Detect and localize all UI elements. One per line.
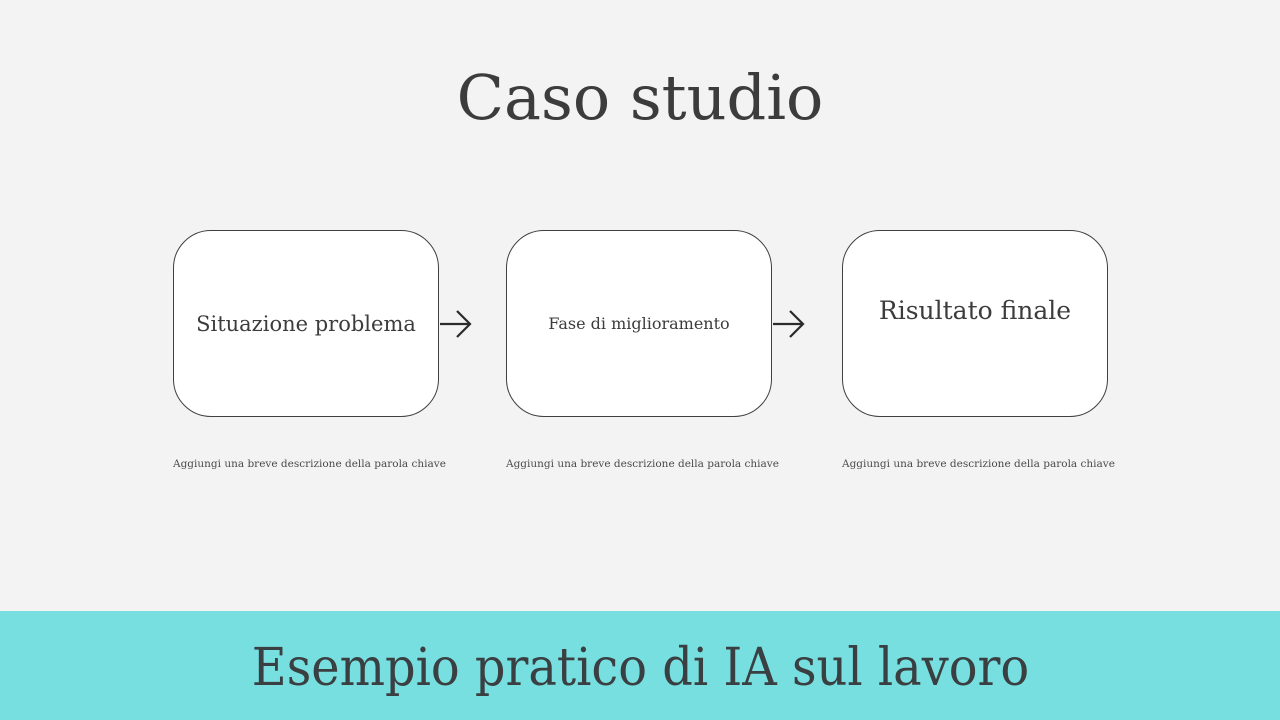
step-box-risultato-finale: Risultato finale: [842, 230, 1108, 417]
step-box-fase-di-miglioramento: Fase di miglioramento: [506, 230, 772, 417]
step-description: Aggiungi una breve descrizione della par…: [506, 458, 779, 470]
step-box-situazione-problema: Situazione problema: [173, 230, 439, 417]
arrow-right-icon: [773, 310, 805, 338]
slide-title: Caso studio: [456, 61, 824, 134]
arrow-right-icon: [440, 310, 472, 338]
step-description: Aggiungi una breve descrizione della par…: [173, 458, 446, 470]
footer-band: Esempio pratico di IA sul lavoro: [0, 611, 1280, 720]
footer-subtitle: Esempio pratico di IA sul lavoro: [251, 637, 1029, 698]
step-description: Aggiungi una breve descrizione della par…: [842, 458, 1115, 470]
step-label: Situazione problema: [196, 311, 416, 336]
step-label: Fase di miglioramento: [548, 314, 730, 333]
step-label: Risultato finale: [878, 296, 1072, 325]
